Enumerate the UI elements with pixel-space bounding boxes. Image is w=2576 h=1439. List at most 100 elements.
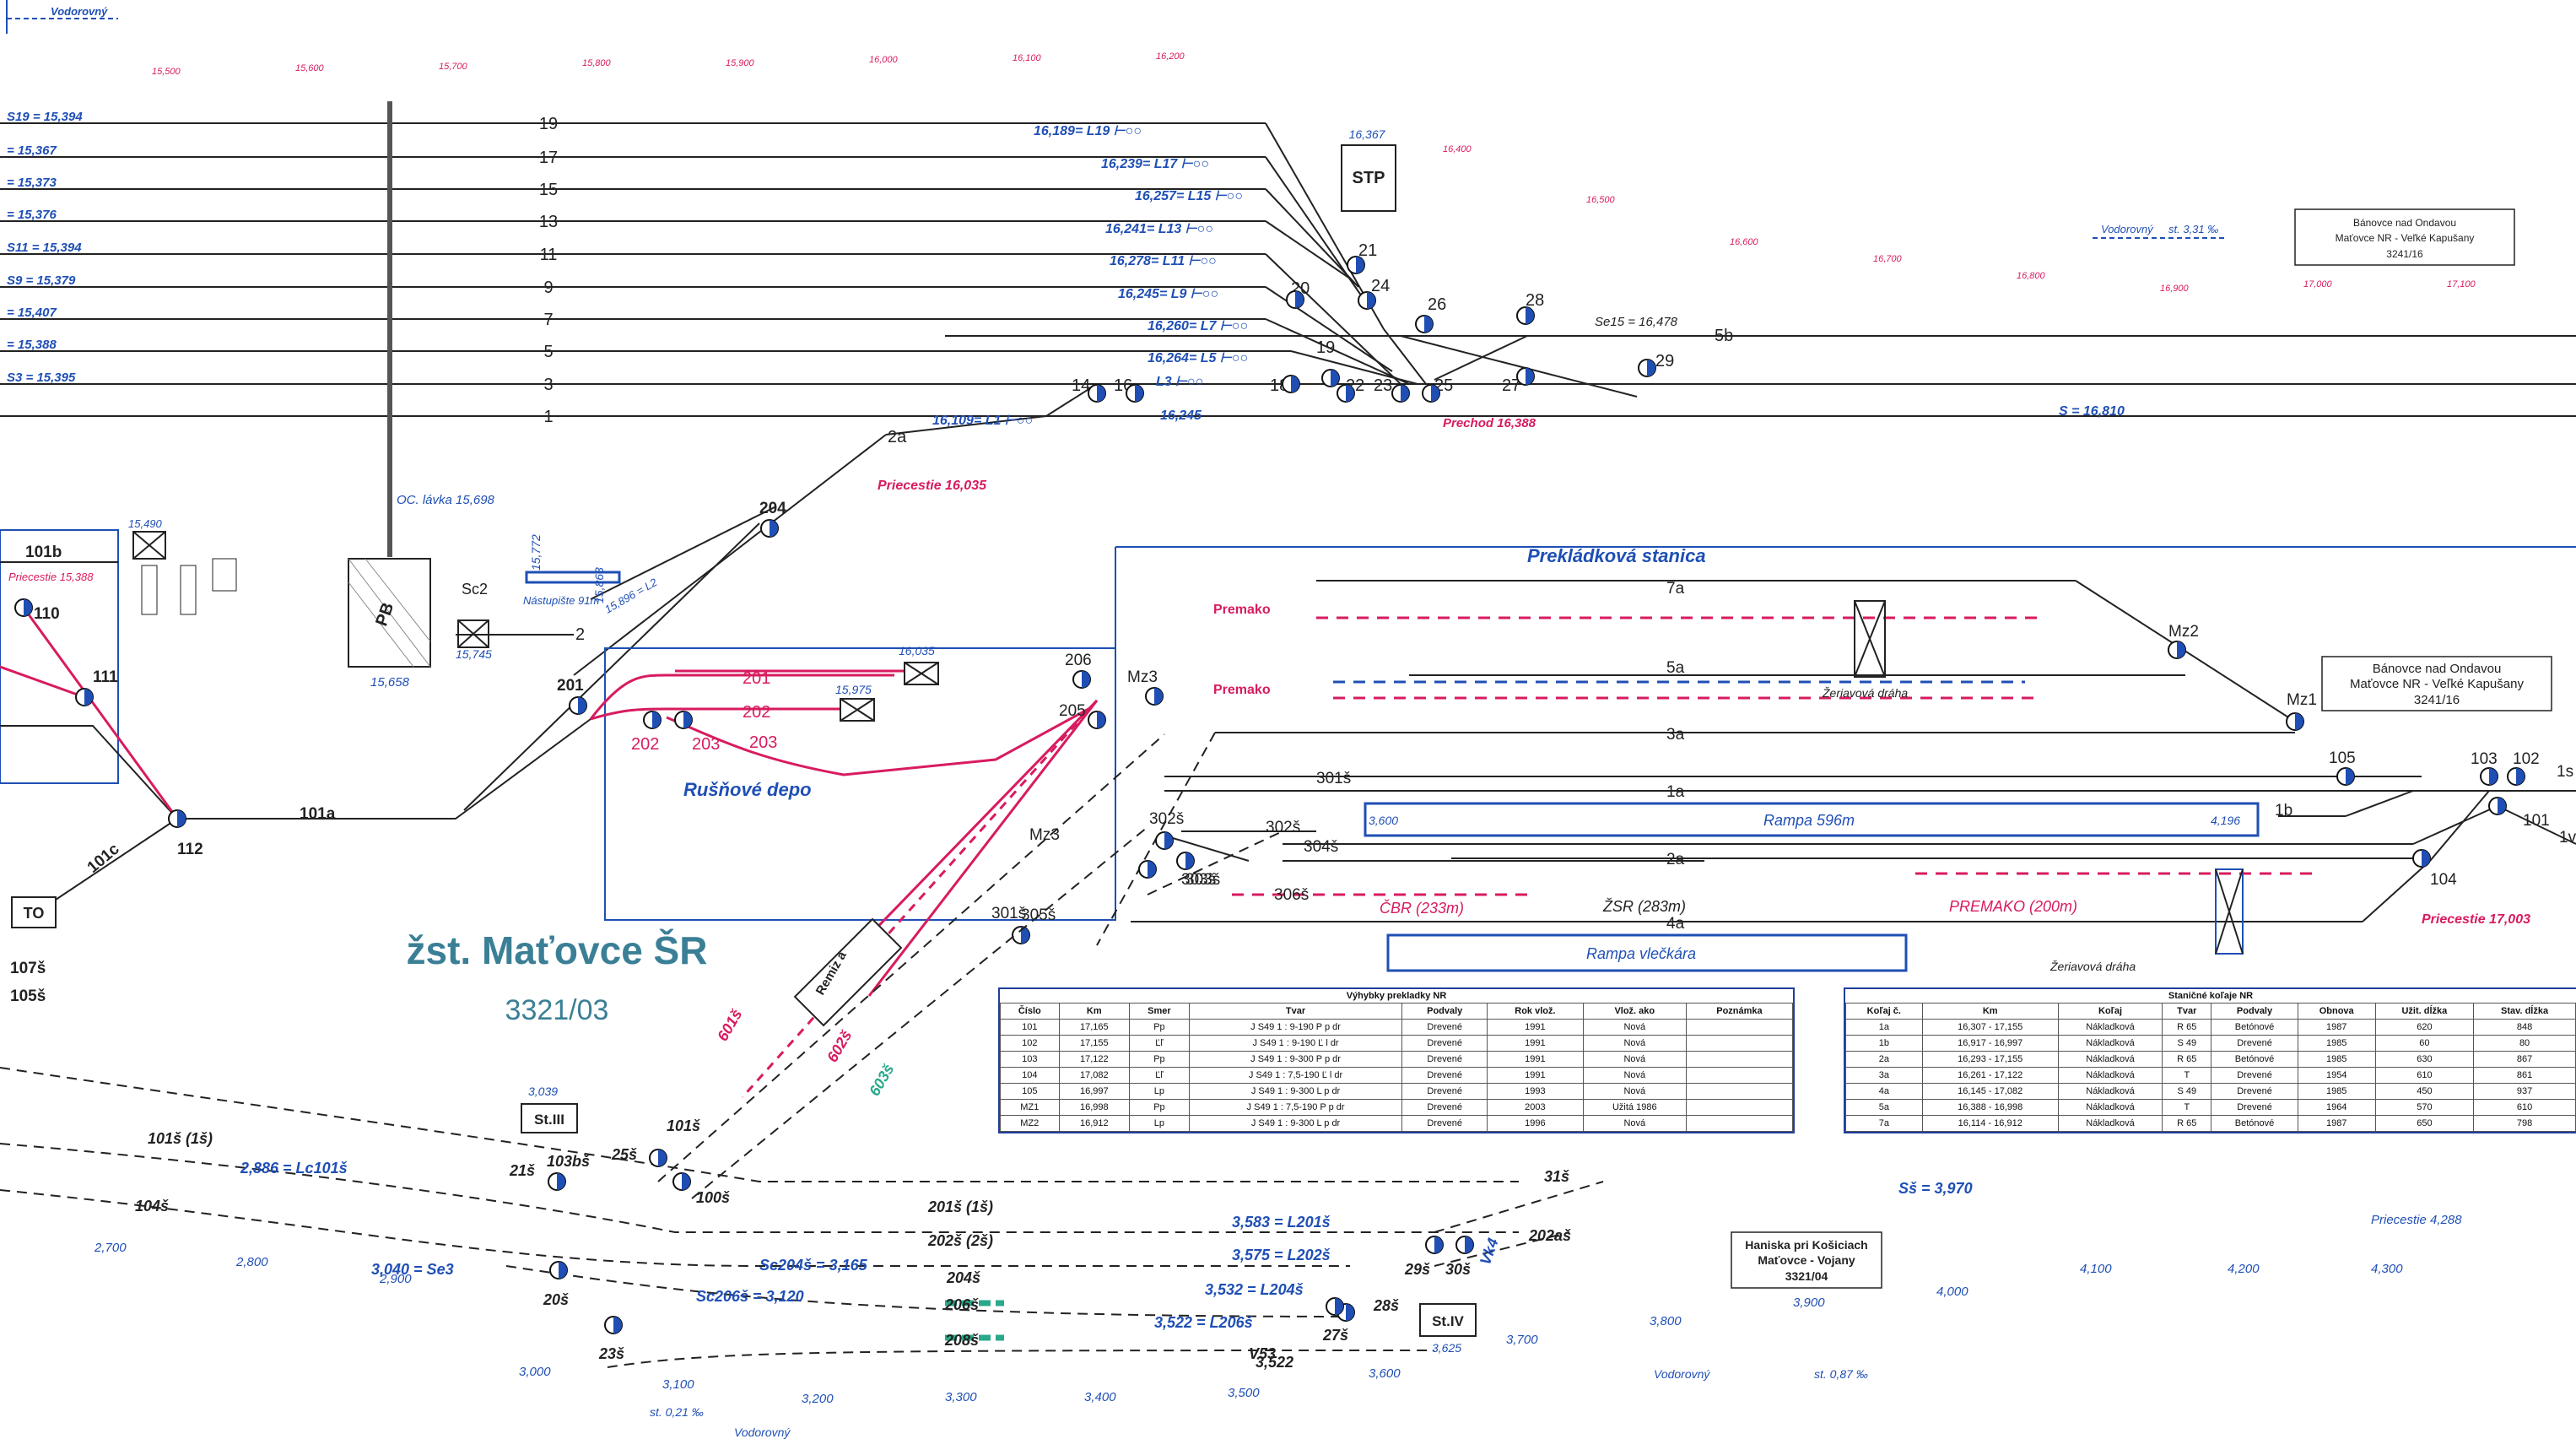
switch-fill-icon bbox=[1431, 385, 1439, 402]
km-16245: 16,245 bbox=[1160, 408, 1202, 423]
tracks-cell-1-6: 60 bbox=[2374, 1035, 2475, 1052]
bottom-label-8: 201š (1š) bbox=[927, 1198, 993, 1215]
bottom-label-17: 208š bbox=[944, 1332, 979, 1349]
yard-track-4a: 4a bbox=[1666, 915, 1685, 933]
pb-structure: PB 15,658 bbox=[348, 101, 431, 690]
tracks-cell-3-3: T bbox=[2162, 1067, 2212, 1084]
switches-cell-1-1: 17,155 bbox=[1058, 1035, 1131, 1052]
switches-cell-1-0: 102 bbox=[1000, 1035, 1060, 1052]
depot-track-4: 203 bbox=[692, 735, 720, 754]
bottom-label-33: 602š bbox=[824, 1027, 855, 1065]
left-label-7: 204 bbox=[759, 500, 786, 517]
km-top-15: 17,100 bbox=[2447, 279, 2476, 289]
km-top-9: 16,500 bbox=[1586, 195, 1616, 205]
switch-fill-icon bbox=[1295, 291, 1304, 308]
bottom-label-19: 3,575 = L202š bbox=[1232, 1247, 1331, 1263]
switches-table-title: Výhybky prekladky NR bbox=[1346, 991, 1447, 1001]
km-bottom-12: 3,900 bbox=[1793, 1296, 1825, 1310]
km-bottom-11: 3,800 bbox=[1650, 1314, 1682, 1328]
depot-title: Rušňové depo bbox=[683, 779, 812, 800]
yard-track-306š: 306š bbox=[1274, 886, 1309, 904]
switch-fill-icon bbox=[1526, 368, 1534, 385]
premako-length: PREMAKO (200m) bbox=[1949, 898, 2077, 915]
tracks-cell-0-3: R 65 bbox=[2162, 1019, 2212, 1036]
switch-fill-icon bbox=[1097, 711, 1105, 728]
km-bottom-5: 3,200 bbox=[802, 1392, 834, 1406]
tracks-cell-2-3: R 65 bbox=[2162, 1051, 2212, 1068]
track-2: 2 bbox=[575, 625, 585, 644]
switch-fill-icon bbox=[1346, 385, 1354, 402]
km-bottom-15: 4,200 bbox=[2228, 1262, 2260, 1276]
signal-left-7: = 15,388 bbox=[7, 338, 57, 352]
switches-cell-1-5: 1991 bbox=[1487, 1035, 1584, 1052]
switch-fill-icon bbox=[1335, 1298, 1343, 1315]
switches-cell-0-1: 17,165 bbox=[1058, 1019, 1131, 1036]
switches-cell-3-2: Ľľ bbox=[1129, 1067, 1190, 1084]
switches-header-2: Smer bbox=[1129, 1003, 1190, 1020]
switch-fill-icon bbox=[683, 711, 692, 728]
yard-tracks bbox=[1096, 580, 2576, 946]
switches-cell-3-6: Nová bbox=[1582, 1067, 1687, 1084]
footbridge-label: OC. lávka 15,698 bbox=[397, 493, 495, 507]
switches-cell-2-0: 103 bbox=[1000, 1051, 1060, 1068]
km-4196: 4,196 bbox=[2211, 814, 2240, 827]
tracks-header-2: Koľaj bbox=[2057, 1003, 2163, 1020]
switches-header-0: Číslo bbox=[1000, 1003, 1060, 1020]
signal-right-8: L3 ⊢○○ bbox=[1156, 375, 1203, 389]
depot-track-1: 202 bbox=[743, 703, 770, 722]
gradient-marker-top-left: Vodorovný bbox=[6, 0, 118, 34]
tracks-cell-0-6: 620 bbox=[2374, 1019, 2475, 1036]
km-bottom-6: 3,300 bbox=[945, 1390, 977, 1404]
yard-switch-9: 104 bbox=[2430, 871, 2457, 889]
teal-tracks bbox=[945, 1300, 1004, 1341]
gradient-bottom-4: st. 0,87 ‰ bbox=[1814, 1367, 1868, 1381]
se15-signal: Se15 = 16,478 bbox=[1595, 315, 1678, 329]
km-top-10: 16,600 bbox=[1730, 237, 1759, 247]
switch-27-label: 27 bbox=[1502, 376, 1520, 395]
tracks-cell-3-0: 3a bbox=[1845, 1067, 1923, 1084]
yard-switch-7: 102 bbox=[2513, 750, 2540, 768]
signal-left-2: = 15,373 bbox=[7, 176, 57, 190]
tracks-cell-2-1: 16,293 - 17,155 bbox=[1921, 1051, 2059, 1068]
remiz-building: Remiz a bbox=[793, 917, 903, 1027]
km-bottom-0: 2,700 bbox=[94, 1241, 127, 1255]
destination-box-3: Haniska pri Košiciach Maťovce - Vojany 3… bbox=[1731, 1231, 1882, 1289]
signal-left-4: S11 = 15,394 bbox=[7, 241, 82, 255]
stp-box: STP 16,367 bbox=[1341, 127, 1396, 212]
km-top-7: 16,200 bbox=[1156, 51, 1185, 62]
bottom-label-25: 27š bbox=[1322, 1327, 1348, 1344]
tracks-cell-3-5: 1954 bbox=[2297, 1067, 2376, 1084]
switches-cell-2-1: 17,122 bbox=[1058, 1051, 1131, 1068]
switches-cell-5-0: MZ1 bbox=[1000, 1099, 1060, 1116]
switches-cell-6-1: 16,912 bbox=[1058, 1115, 1131, 1132]
tracks-cell-4-7: 937 bbox=[2473, 1083, 2576, 1100]
tracks-cell-3-4: Drevené bbox=[2211, 1067, 2298, 1084]
yard-switch-10: 1b bbox=[2275, 802, 2292, 820]
yard-switch-11: 1s bbox=[2557, 763, 2573, 781]
km-top-5: 16,000 bbox=[869, 55, 899, 65]
st3-label: St.III bbox=[534, 1112, 564, 1128]
km-bottom-8: 3,500 bbox=[1228, 1386, 1260, 1400]
yard-switch-13: 302š bbox=[1149, 810, 1184, 828]
switches-cell-0-2: Pp bbox=[1129, 1019, 1190, 1036]
switches-cell-6-4: Drevené bbox=[1401, 1115, 1488, 1132]
switch-fill-icon bbox=[658, 1150, 667, 1166]
bottom-label-29: 31š bbox=[1544, 1168, 1569, 1185]
switches-cell-5-7 bbox=[1685, 1099, 1794, 1116]
switches-cell-2-4: Drevené bbox=[1401, 1051, 1488, 1068]
signal-right-4: 16,278= L11 ⊢○○ bbox=[1110, 254, 1217, 268]
km-bottom-13: 4,000 bbox=[1936, 1285, 1968, 1299]
signal-left-3: = 15,376 bbox=[7, 208, 57, 222]
yard-track-7a: 7a bbox=[1666, 580, 1685, 598]
km-bottom-14: 4,100 bbox=[2080, 1262, 2112, 1276]
switches-cell-6-7 bbox=[1685, 1115, 1794, 1132]
tracks-cell-1-7: 80 bbox=[2473, 1035, 2576, 1052]
yard-track-304š: 304š bbox=[1304, 838, 1338, 856]
track-3: 3 bbox=[543, 376, 553, 394]
tracks-header-7: Stav. dĺžka bbox=[2473, 1003, 2576, 1020]
